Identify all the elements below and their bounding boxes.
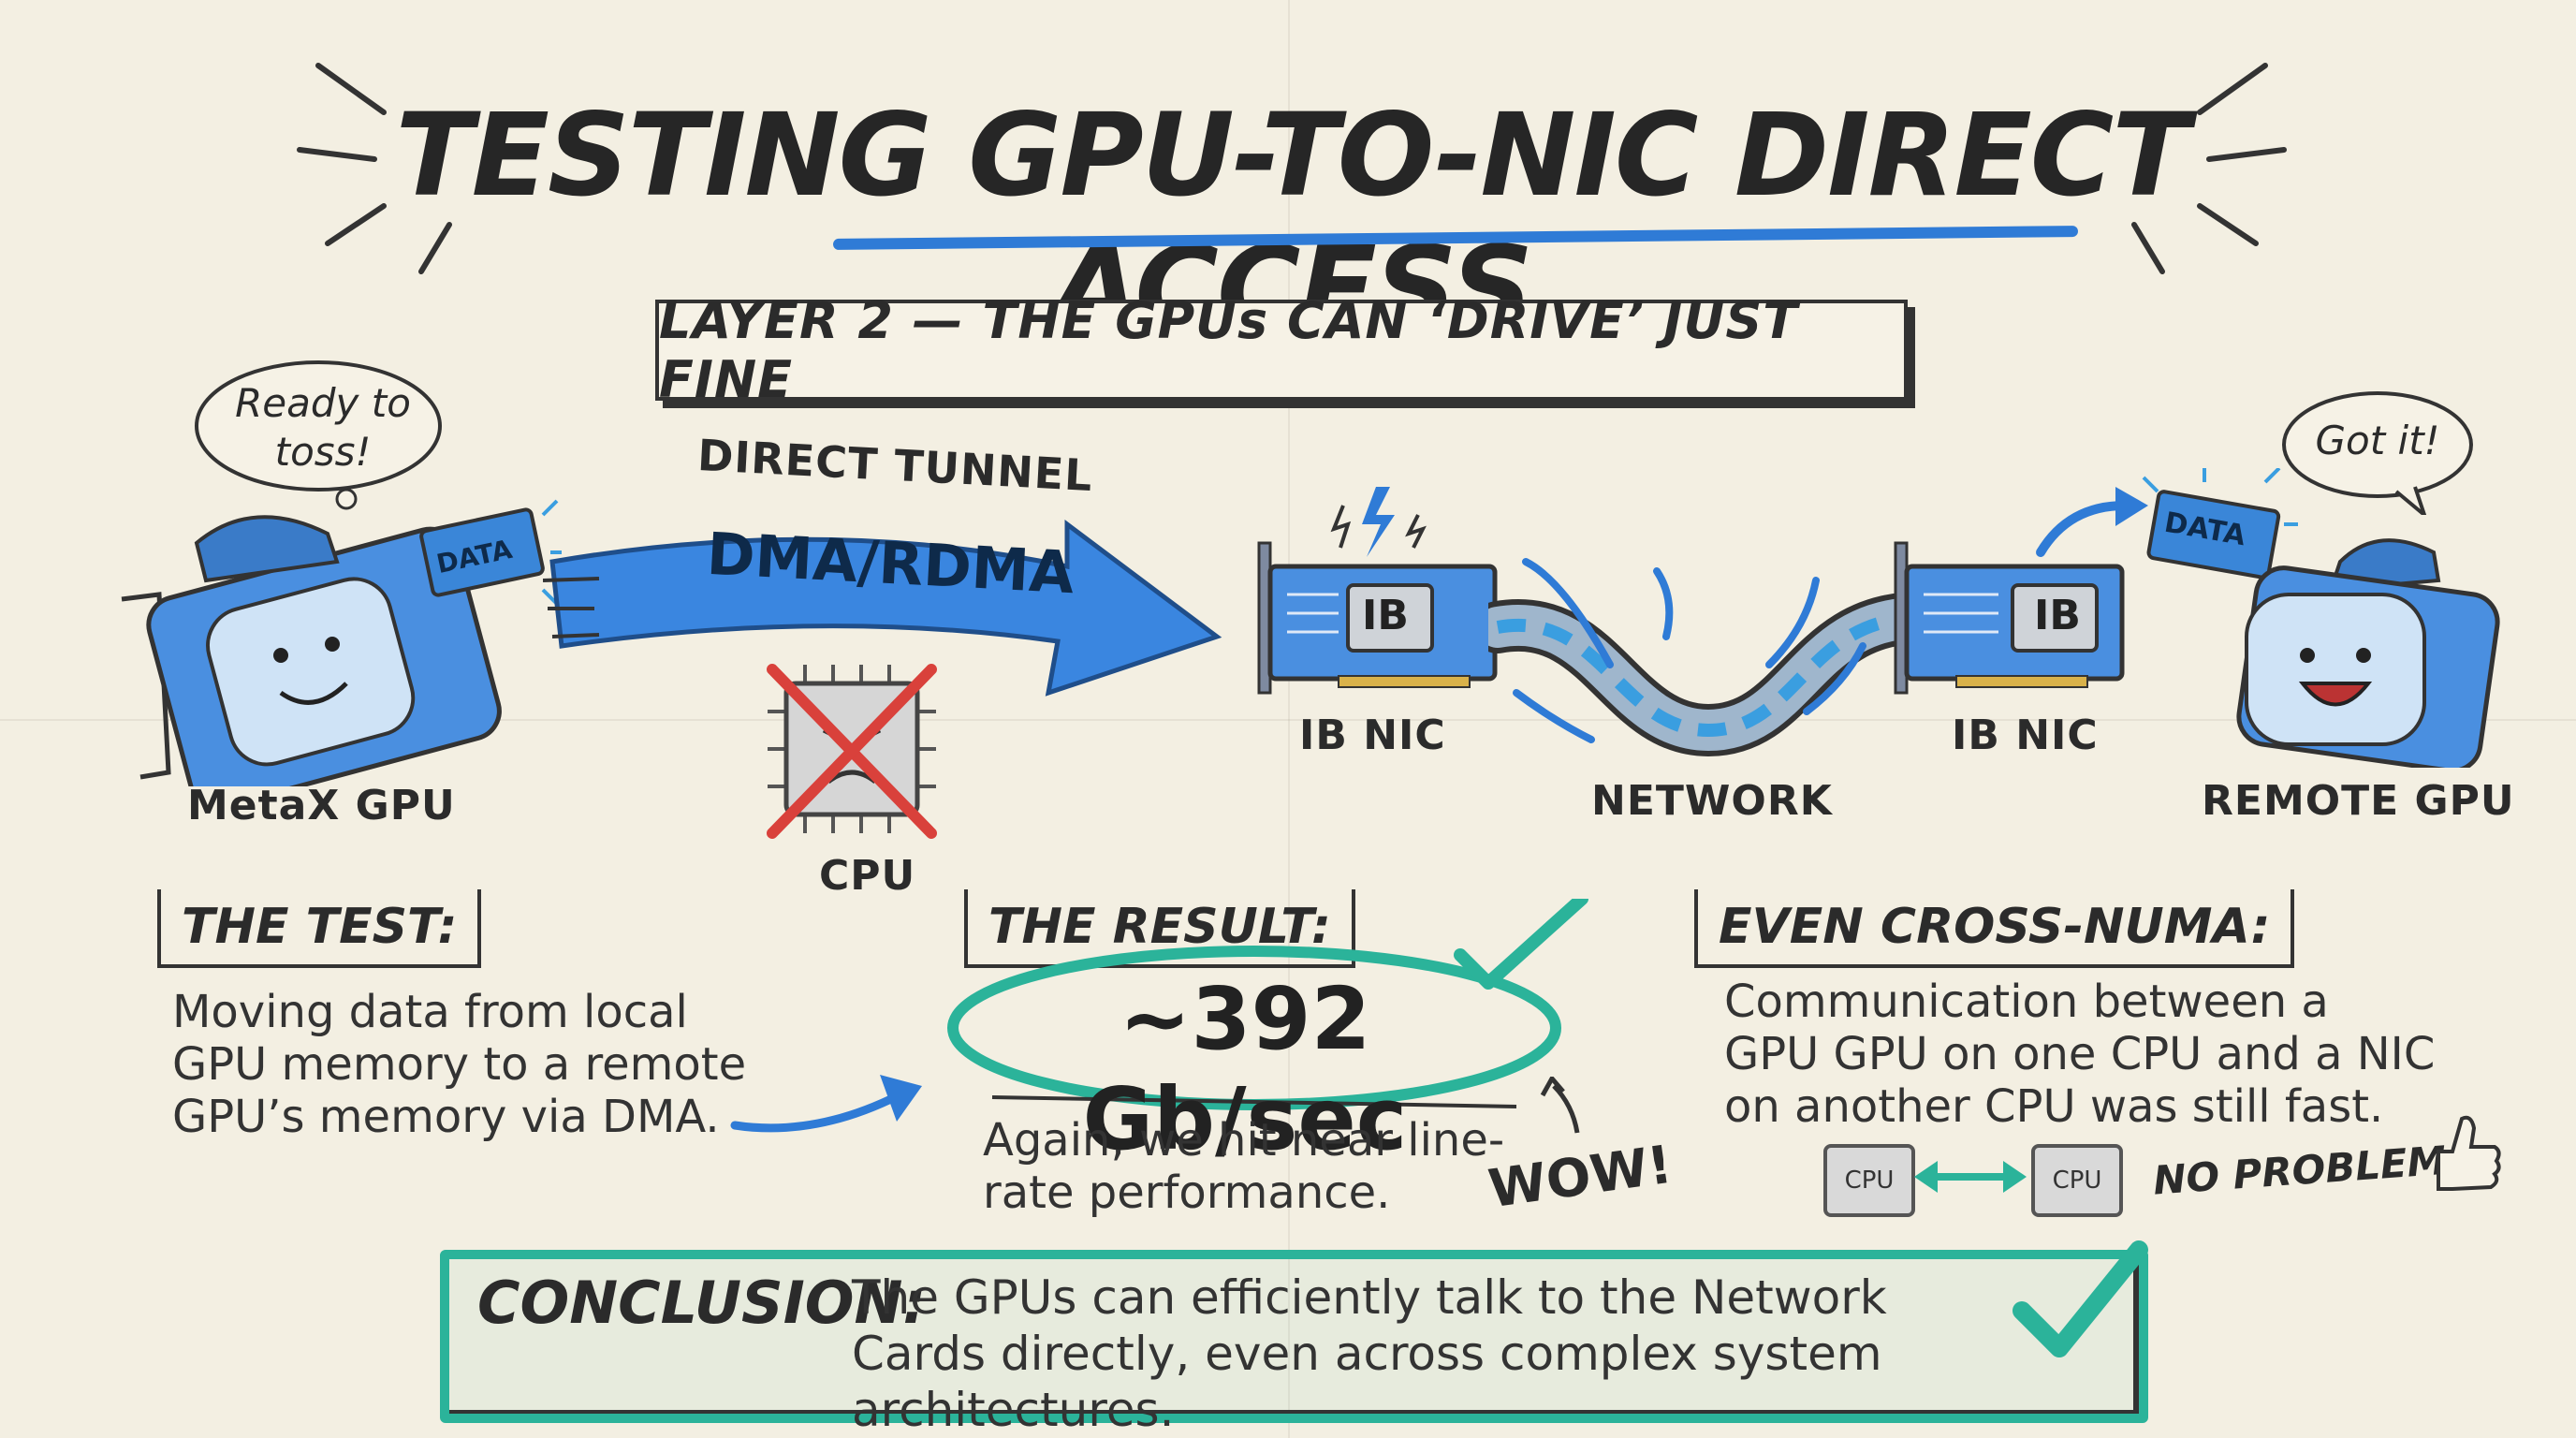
remote-gpu-icon <box>2236 538 2500 768</box>
metax-gpu-label: MetaX GPU <box>187 782 456 829</box>
result-value: ~392 Gb/sec <box>1082 969 1408 1169</box>
conclusion-box <box>440 1250 2148 1423</box>
test-heading: THE TEST: <box>157 889 482 968</box>
right-bubble-text: Got it! <box>2315 418 2440 463</box>
ib-nic-left-icon <box>1257 487 1498 695</box>
numa-heading: EVEN CROSS-NUMA: <box>1694 889 2295 968</box>
data-card-right-icon <box>2142 468 2298 580</box>
data-card-left-icon <box>419 499 562 606</box>
result-oval <box>947 899 1588 1110</box>
ib-nic-right-icon <box>1894 541 2125 695</box>
ib-nic-right-label: IB NIC <box>1952 712 2099 759</box>
conclusion-label: CONCLUSION: <box>477 1269 927 1337</box>
ib-nic-left-label: IB NIC <box>1299 712 1446 759</box>
cpu-label: CPU <box>819 852 916 900</box>
speech-bubble-right <box>2282 391 2473 515</box>
thumbs-up-icon <box>2437 1115 2501 1191</box>
remote-gpu-label: REMOTE GPU <box>2202 777 2515 825</box>
test-to-result-arrow <box>730 1075 922 1133</box>
wow-arrow <box>1540 1077 1580 1134</box>
metax-gpu-icon <box>121 515 502 786</box>
ib-chip-right-label: IB <box>2034 592 2081 639</box>
paper-fold-horizontal <box>0 719 2576 721</box>
wow-text: WOW! <box>1485 1134 1676 1221</box>
paper-fold-vertical <box>1288 0 1290 1438</box>
numa-cpu-right-chip: CPU <box>2031 1144 2123 1217</box>
result-text: Again, we hit near line-rate performance… <box>983 1114 1505 1219</box>
ib-chip-left-label: IB <box>1362 592 1409 639</box>
conclusion-check-icon <box>2012 1240 2148 1357</box>
left-bubble-text: Ready to toss! <box>235 380 411 475</box>
receive-arrow-icon <box>2036 487 2148 557</box>
subtitle-banner: LAYER 2 — THE GPUs CAN ‘DRIVE’ JUST FINE <box>655 291 1908 409</box>
dma-arrow <box>543 520 1222 697</box>
numa-cpu-left-chip: CPU <box>1823 1144 1915 1217</box>
test-text: Moving data from local GPU memory to a r… <box>172 986 747 1143</box>
conclusion-text: The GPUs can efficiently talk to the Net… <box>852 1270 1887 1437</box>
no-problem-text: NO PROBLEM! <box>2151 1136 2466 1204</box>
network-label: NETWORK <box>1591 777 1833 825</box>
network-cable-icon <box>1488 558 1928 757</box>
result-heading: THE RESULT: <box>964 889 1355 968</box>
numa-text: Communication between a GPU GPU on one C… <box>1724 976 2436 1133</box>
title-burst-lines <box>297 63 2287 274</box>
thought-bubble-left <box>195 360 442 510</box>
numa-double-arrow <box>1914 1161 2027 1193</box>
cpu-crossed-out-icon <box>767 664 937 839</box>
